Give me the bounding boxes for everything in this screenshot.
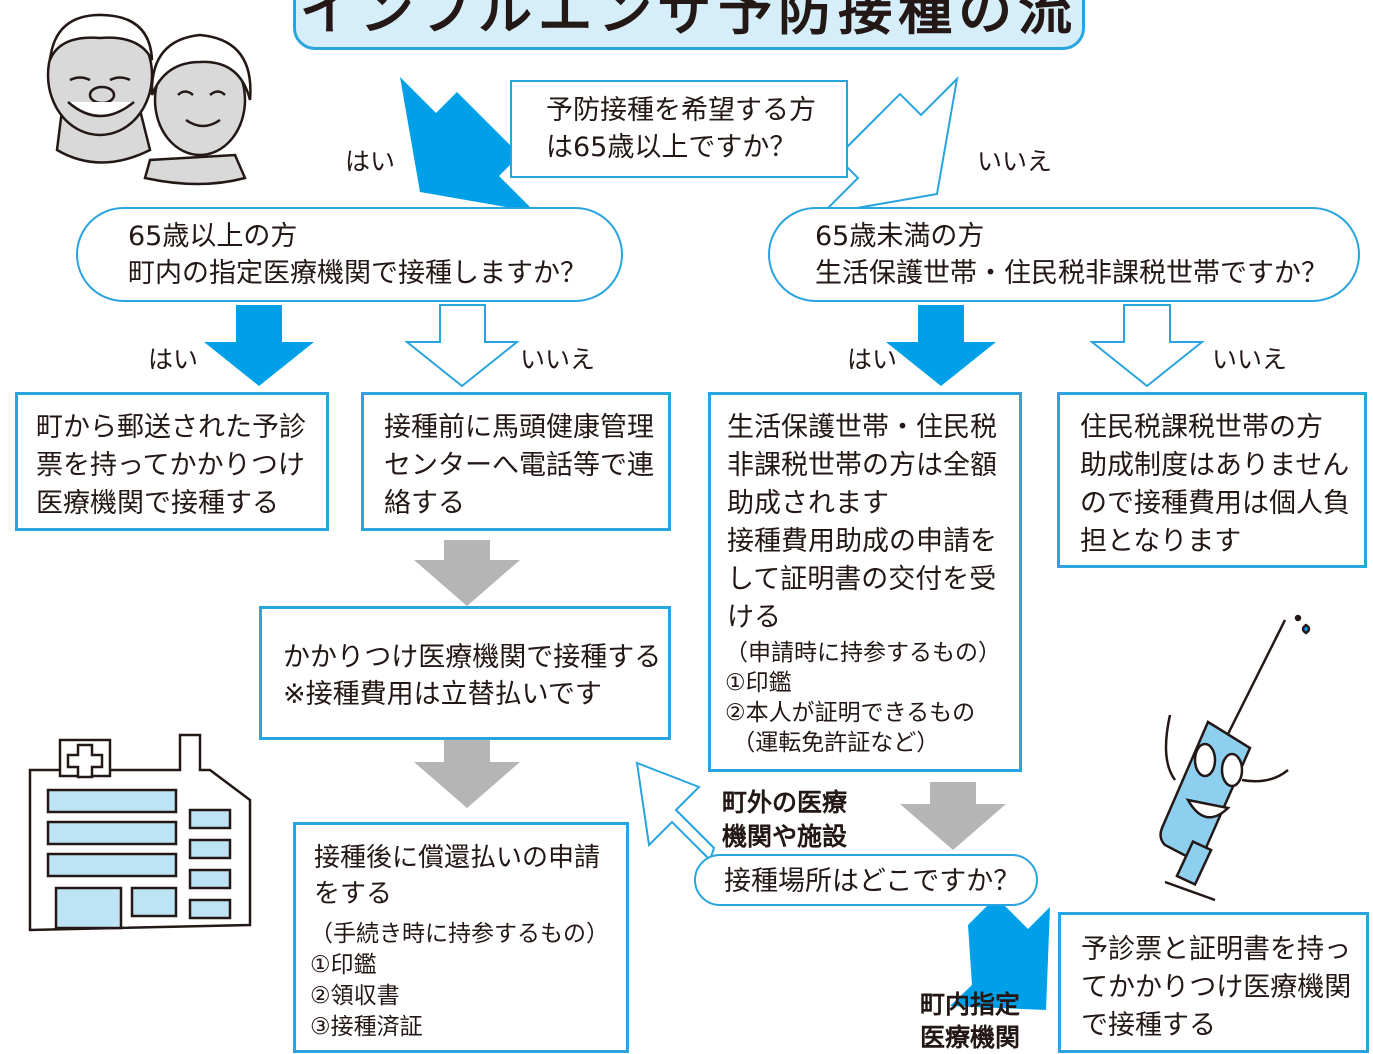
contact-center-box: 接種前に馬頭健康管理 センターへ電話等で連 絡する [361, 392, 671, 531]
over65-decision-text: 65歳以上の方 町内の指定医療機関で接種しますか？ [128, 221, 587, 289]
taxed-household-box: 住民税課税世帯の方 助成制度はありません ので接種費用は個人負 担となります [1057, 392, 1367, 568]
elderly-couple-illustration [46, 13, 252, 186]
page-title: インフルエンザ予防接種の流れ [299, 0, 1079, 138]
label-no-top: いいえ [977, 147, 1053, 176]
welfare-subsidy-text: 生活保護世帯・住民税 非課税世帯の方は全額 助成されます 接種費用助成の申請を … [727, 412, 997, 633]
taxed-household-text: 住民税課税世帯の方 助成制度はありません ので接種費用は個人負 担となります [1080, 412, 1350, 557]
location-question-text: 接種場所はどこですか？ [724, 866, 1021, 897]
welfare-subsidy-box: 生活保護世帯・住民税 非課税世帯の方は全額 助成されます 接種費用助成の申請を … [708, 392, 1022, 772]
location-question: 接種場所はどこですか？ [694, 854, 1038, 906]
syringe-mascot-illustration [1159, 614, 1311, 902]
start-question-text: 予防接種を希望する方 は65歳以上ですか？ [546, 95, 816, 163]
label-yes-left: はい [148, 345, 199, 374]
arrow-no-top [819, 76, 959, 216]
label-yes-top: はい [345, 147, 396, 176]
mailed-form-box: 町から郵送された予診 票を持ってかかりつけ 医療機関で接種する [15, 392, 329, 531]
family-clinic-box: かかりつけ医療機関で接種する ※接種費用は立替払いです [259, 606, 671, 740]
arrow-no-left [404, 304, 520, 388]
arrow-yes-right [886, 305, 996, 386]
refund-box: 接種後に償還払いの申請 をする （手続き時に持参するもの） ①印鑑 ②領収書 ③… [293, 822, 629, 1053]
label-outside-facilities: 町外の医療 機関や施設 [722, 788, 848, 851]
arrow-gray-2 [414, 740, 520, 808]
welfare-items-text: （申請時に持参するもの） ①印鑑 ②本人が証明できるもの （運転免許証など） [725, 640, 1001, 756]
refund-items-text: （手続き時に持参するもの） ①印鑑 ②領収書 ③接種済証 [310, 921, 609, 1040]
start-question-box: 予防接種を希望する方 は65歳以上ですか？ [510, 80, 848, 178]
label-no-left: いいえ [520, 345, 596, 374]
hospital-illustration [28, 733, 252, 932]
final-vaccination-text: 予診票と証明書を持っ てかかりつけ医療機関 で接種する [1081, 934, 1352, 1041]
label-no-right: いいえ [1212, 345, 1288, 374]
title-banner: インフルエンザ予防接種の流れ [293, 0, 1085, 138]
arrow-gray-1 [414, 540, 520, 606]
mailed-form-text: 町から郵送された予診 票を持ってかかりつけ 医療機関で接種する [36, 412, 306, 519]
under65-decision-text: 65歳未満の方 生活保護世帯・住民税非課税世帯ですか？ [815, 221, 1328, 289]
refund-text: 接種後に償還払いの申請 をする [314, 843, 601, 909]
arrow-yes-left [204, 305, 314, 386]
arrow-yes-top [400, 77, 535, 212]
family-clinic-text: かかりつけ医療機関で接種する ※接種費用は立替払いです [283, 642, 662, 710]
over65-decision: 65歳以上の方 町内の指定医療機関で接種しますか？ [76, 207, 623, 302]
arrow-outside [635, 761, 716, 862]
arrow-no-right [1089, 304, 1205, 388]
under65-decision: 65歳未満の方 生活保護世帯・住民税非課税世帯ですか？ [768, 207, 1360, 302]
contact-center-text: 接種前に馬頭健康管理 センターへ電話等で連 絡する [384, 412, 654, 519]
label-inside-facilities: 町内指定 医療機関 [920, 990, 1021, 1052]
final-vaccination-box: 予診票と証明書を持っ てかかりつけ医療機関 で接種する [1058, 912, 1369, 1053]
arrow-gray-3 [900, 782, 1006, 850]
label-yes-right: はい [847, 345, 898, 374]
arrow-inside [950, 897, 1050, 1010]
